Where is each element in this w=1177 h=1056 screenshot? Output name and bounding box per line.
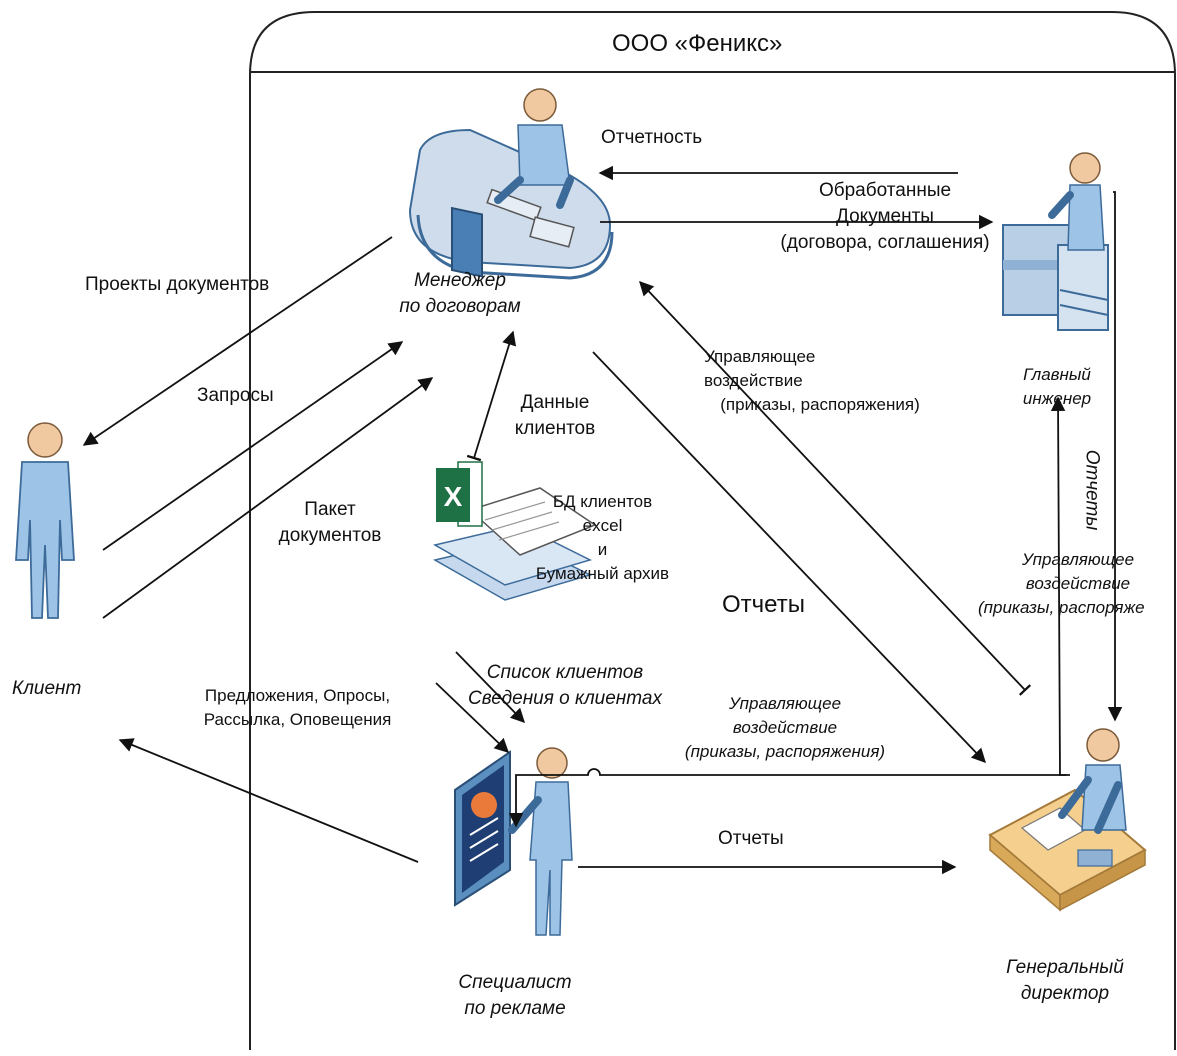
storage-line4: Бумажный архив: [535, 564, 670, 583]
client-list-line2: Сведения о клиентах: [468, 688, 662, 709]
control-1-line3: (приказы, распоряжения): [720, 395, 920, 414]
director-label: Генеральный директор: [965, 955, 1165, 1007]
arrow-package: [102, 377, 434, 619]
drafts-label: Проекты документов: [85, 274, 270, 295]
offers-line2: Рассылка, Оповещения: [203, 710, 392, 729]
control-2-line2: воздействие: [732, 718, 838, 737]
flow-arrows: [82, 165, 1123, 875]
client-data-label: Данные клиентов: [500, 390, 610, 442]
processed-docs-line2: Документы: [836, 206, 934, 227]
control-right-line2: воздействие: [1025, 574, 1131, 593]
control-label-right: Управляющее воздействие (приказы, распор…: [978, 548, 1177, 620]
specialist-icon: [454, 747, 573, 936]
database-icon: X: [432, 461, 597, 601]
offers-line1: Предложения, Опросы,: [204, 686, 391, 705]
arrow-control-manager: [639, 280, 1032, 696]
arrow-list-1: [455, 651, 526, 724]
arrow-reports-manager-director: [592, 351, 986, 764]
control-label-1: Управляющее воздействие (приказы, распор…: [700, 345, 940, 417]
director-label-line1: Генеральный: [1006, 957, 1124, 978]
control-label-2: Управляющее воздействие (приказы, распор…: [660, 692, 910, 764]
arrow-list-2: [435, 682, 510, 753]
package-line2: документов: [278, 525, 382, 546]
specialist-label: Специалист по рекламе: [415, 970, 615, 1022]
processed-docs-line3: (договора, соглашения): [780, 232, 990, 253]
offers-label: Предложения, Опросы, Рассылка, Оповещени…: [180, 684, 415, 732]
client-data-line1: Данные: [520, 392, 590, 413]
reporting-label: Отчетность: [601, 127, 703, 148]
client-icon: [15, 422, 75, 619]
reports-center-label: Отчеты: [722, 591, 805, 618]
arrow-control-specialist: [508, 768, 1066, 828]
svg-text:X: X: [444, 481, 463, 512]
manager-label: Менеджер по договорам: [360, 268, 560, 320]
specialist-label-line1: Специалист: [458, 972, 572, 993]
control-right-line1: Управляющее: [1021, 550, 1135, 569]
processed-docs-label: Обработанные Документы (договора, соглаш…: [760, 178, 1010, 256]
manager-label-line2: по договорам: [399, 296, 521, 317]
reports-bottom-label: Отчеты: [718, 828, 784, 849]
reports-vertical-label: Отчеты: [1081, 449, 1103, 531]
engineer-label-line2: инженер: [1022, 389, 1092, 408]
package-line1: Пакет: [304, 499, 356, 520]
manager-label-line1: Менеджер: [414, 270, 506, 291]
arrow-requests: [102, 341, 404, 551]
engineer-icon: [1002, 152, 1109, 331]
client-label: Клиент: [12, 678, 82, 699]
processed-docs-line1: Обработанные: [818, 180, 952, 201]
storage-line2: excel: [582, 516, 623, 535]
control-2-line1: Управляющее: [728, 694, 842, 713]
manager-icon: [408, 88, 614, 280]
director-icon: [988, 728, 1147, 912]
director-label-line2: директор: [1020, 983, 1110, 1004]
control-2-line3: (приказы, распоряжения): [684, 742, 886, 761]
org-title: ООО «Феникс»: [612, 30, 783, 57]
client-list-label: Список клиентов Сведения о клиентах: [450, 660, 680, 712]
control-right-line3: (приказы, распоряже: [978, 598, 1145, 617]
requests-label: Запросы: [197, 385, 274, 406]
client-data-line2: клиентов: [514, 418, 596, 439]
storage-line1: БД клиентов: [552, 492, 653, 511]
storage-label: БД клиентов excel и Бумажный архив: [520, 490, 685, 586]
arrow-client-data: [466, 330, 517, 462]
package-label: Пакет документов: [265, 497, 395, 549]
control-1-line1: Управляющее: [704, 347, 816, 366]
arrow-reports-engineer: [1107, 191, 1123, 722]
specialist-label-line2: по рекламе: [464, 998, 566, 1019]
client-list-line1: Список клиентов: [486, 662, 644, 683]
org-container: [249, 11, 1176, 1050]
storage-line3: и: [597, 540, 608, 559]
control-1-line2: воздействие: [704, 371, 803, 390]
arrow-drafts: [82, 236, 393, 446]
engineer-label: Главный инженер: [1012, 363, 1102, 411]
arrow-offers: [118, 738, 419, 863]
engineer-label-line1: Главный: [1023, 365, 1091, 384]
